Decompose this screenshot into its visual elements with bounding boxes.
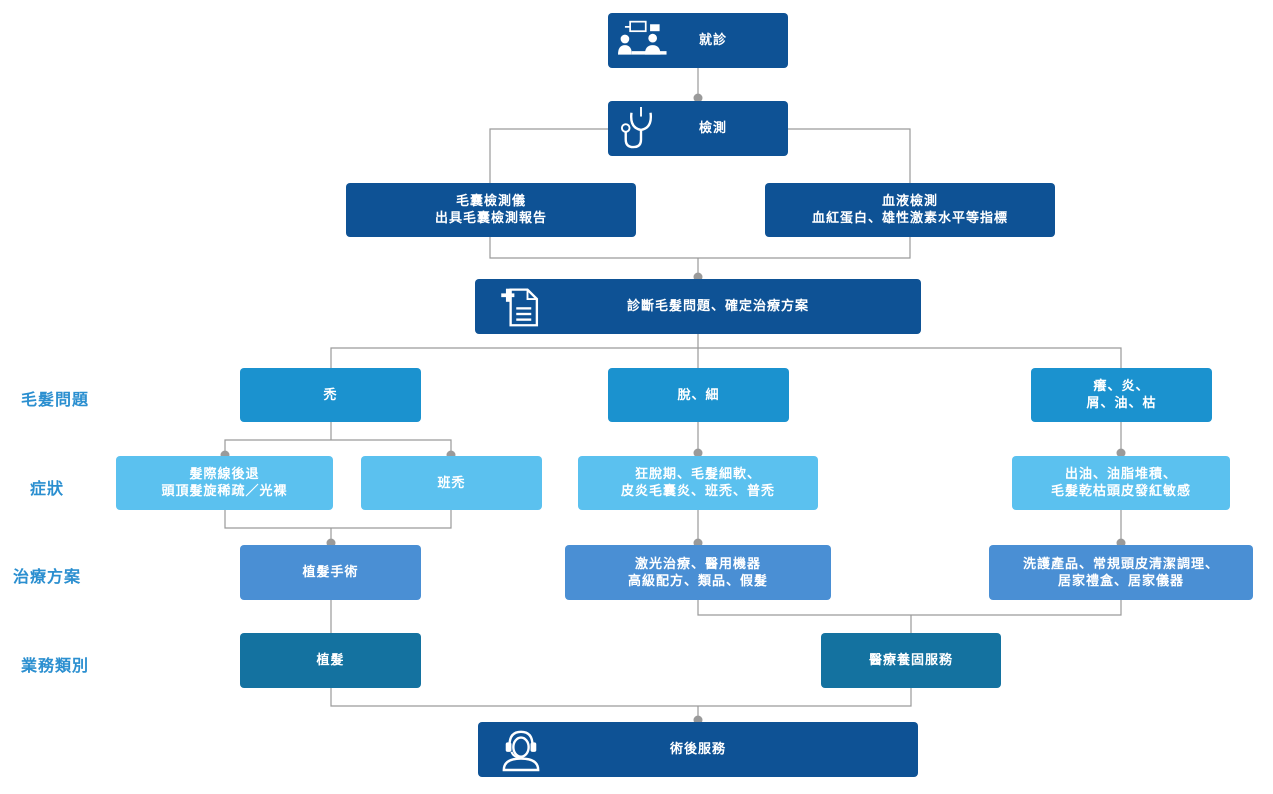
connector-symptoms-merge bbox=[224, 510, 452, 529]
medical-document-icon bbox=[501, 288, 539, 327]
symptom-oily-node: 出油、油脂堆積、 毛髮乾枯頭皮發紅敏感 bbox=[1012, 456, 1230, 510]
visit-label: 就診 bbox=[698, 33, 727, 48]
test-node: 檢測 bbox=[608, 101, 788, 156]
connector-test-blood bbox=[788, 128, 911, 183]
business-medical-node: 醫療養固服務 bbox=[821, 633, 1001, 688]
symptom-shedding-node: 狂脫期、毛髮細軟、 皮炎毛囊炎、班禿、普禿 bbox=[578, 456, 818, 510]
problem-itch-node: 癢、炎、 屑、油、枯 bbox=[1031, 368, 1212, 422]
symptom-oily-line2: 毛髮乾枯頭皮發紅敏感 bbox=[1050, 484, 1191, 499]
follicle-test-node: 毛囊檢測儀 出具毛囊檢測報告 bbox=[346, 183, 636, 237]
symptom-shedding-line1: 狂脫期、毛髮細軟、 bbox=[634, 467, 761, 482]
blood-test-line2: 血紅蛋白、雄性激素水平等指標 bbox=[811, 211, 1008, 226]
connector-treatments-merge bbox=[697, 600, 1122, 616]
connector-dot bbox=[693, 448, 703, 458]
symptom-oily-line1: 出油、油脂堆積、 bbox=[1064, 467, 1177, 482]
symptom-patchy-node: 班禿 bbox=[361, 456, 542, 510]
symptom-hairline-line2: 頭頂髮旋稀疏／光裸 bbox=[161, 484, 288, 499]
visit-node: 就診 bbox=[608, 13, 788, 68]
follicle-test-line2: 出具毛囊檢測報告 bbox=[434, 211, 547, 226]
aftercare-node: 術後服務 bbox=[478, 722, 918, 777]
connector-dot bbox=[1116, 448, 1126, 458]
problem-shedding-node: 脫、細 bbox=[608, 368, 789, 422]
row-label-symptom: 症狀 bbox=[29, 479, 64, 498]
blood-test-line1: 血液檢測 bbox=[881, 194, 938, 209]
row-label-business: 業務類別 bbox=[20, 656, 89, 675]
stethoscope-icon bbox=[620, 107, 653, 149]
business-transplant-node: 植髮 bbox=[240, 633, 421, 688]
headset-support-icon bbox=[502, 730, 540, 772]
follicle-test-line1: 毛囊檢測儀 bbox=[455, 194, 526, 209]
test-label: 檢測 bbox=[698, 121, 727, 136]
treatment-transplant-label: 植髮手術 bbox=[302, 565, 359, 580]
problem-shedding-label: 脫、細 bbox=[677, 387, 720, 403]
diagnosis-label: 診斷毛髮問題、確定治療方案 bbox=[626, 299, 809, 314]
problem-itch-line1: 癢、炎、 bbox=[1093, 379, 1150, 394]
blood-test-node: 血液檢測 血紅蛋白、雄性激素水平等指標 bbox=[765, 183, 1055, 237]
symptom-hairline-node: 髮際線後退 頭頂髮旋稀疏／光裸 bbox=[116, 456, 333, 510]
problem-itch-line2: 屑、油、枯 bbox=[1086, 396, 1157, 411]
connector-business-merge bbox=[330, 688, 912, 707]
connector-test-follicle bbox=[489, 128, 608, 183]
treatment-care-line2: 居家禮盒、居家儀器 bbox=[1057, 573, 1184, 589]
row-label-treatment: 治療方案 bbox=[12, 567, 81, 586]
connector-diagnosis-branches bbox=[330, 347, 1122, 368]
row-label-problem: 毛髮問題 bbox=[20, 390, 89, 409]
symptom-hairline-line1: 髮際線後退 bbox=[189, 467, 260, 482]
treatment-laser-line1: 激光治療、醫用機器 bbox=[634, 556, 761, 572]
diagnosis-node: 診斷毛髮問題、確定治療方案 bbox=[475, 279, 921, 334]
doctor-consultation-icon bbox=[618, 20, 667, 55]
connector-bald-symptoms bbox=[224, 439, 452, 455]
business-medical-label: 醫療養固服務 bbox=[868, 653, 953, 668]
business-transplant-label: 植髮 bbox=[316, 653, 345, 668]
treatment-transplant-node: 植髮手術 bbox=[240, 545, 421, 600]
connector-dot bbox=[693, 93, 703, 103]
treatment-care-node: 洗護產品、常規頭皮清潔調理、 居家禮盒、居家儀器 bbox=[989, 545, 1253, 600]
treatment-laser-line2: 高級配方、類品、假髮 bbox=[627, 573, 768, 589]
symptom-shedding-line2: 皮炎毛囊炎、班禿、普禿 bbox=[620, 484, 775, 499]
connector-tests-merge bbox=[489, 237, 911, 259]
treatment-care-line1: 洗護產品、常規頭皮清潔調理、 bbox=[1022, 556, 1219, 572]
treatment-laser-node: 激光治療、醫用機器 高級配方、類品、假髮 bbox=[565, 545, 831, 600]
aftercare-label: 術後服務 bbox=[669, 742, 726, 757]
symptom-patchy-label: 班禿 bbox=[437, 475, 466, 491]
problem-bald-node: 禿 bbox=[240, 368, 421, 422]
problem-bald-label: 禿 bbox=[323, 387, 338, 403]
